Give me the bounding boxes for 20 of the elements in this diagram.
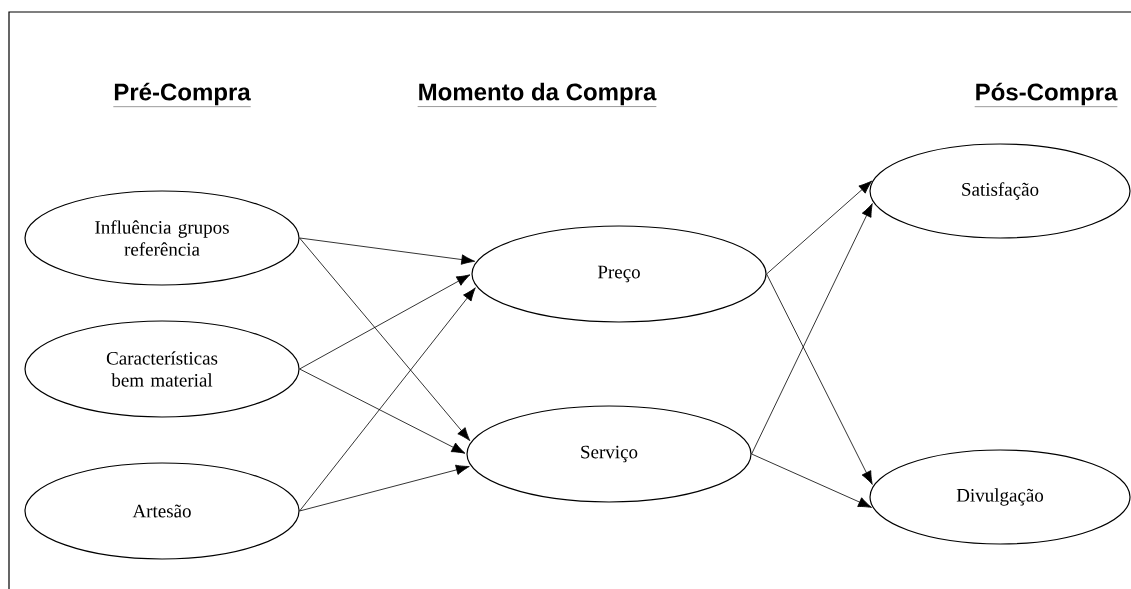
- arrow: [299, 464, 470, 512]
- ellipse-node: Satisfação: [869, 143, 1131, 239]
- arrow: [751, 453, 872, 508]
- ellipse-node: Influência grupos referência: [24, 190, 300, 286]
- arrow: [766, 180, 873, 275]
- arrow: [299, 287, 476, 512]
- arrow: [299, 274, 471, 370]
- stage-heading: Pré-Compra: [113, 82, 251, 107]
- ellipse-node: Serviço: [466, 405, 752, 503]
- ellipse-node: Divulgação: [869, 449, 1131, 545]
- ellipse-node: Características bem material: [24, 320, 300, 418]
- arrow: [299, 368, 466, 454]
- arrow: [299, 237, 476, 265]
- arrow: [299, 237, 471, 441]
- arrow: [766, 273, 873, 485]
- arrow: [751, 203, 873, 455]
- ellipse-node: Preço: [471, 225, 767, 323]
- stage-heading: Pós-Compra: [974, 82, 1118, 107]
- ellipse-node: Artesão: [24, 462, 300, 560]
- stage-heading: Momento da Compra: [417, 82, 657, 107]
